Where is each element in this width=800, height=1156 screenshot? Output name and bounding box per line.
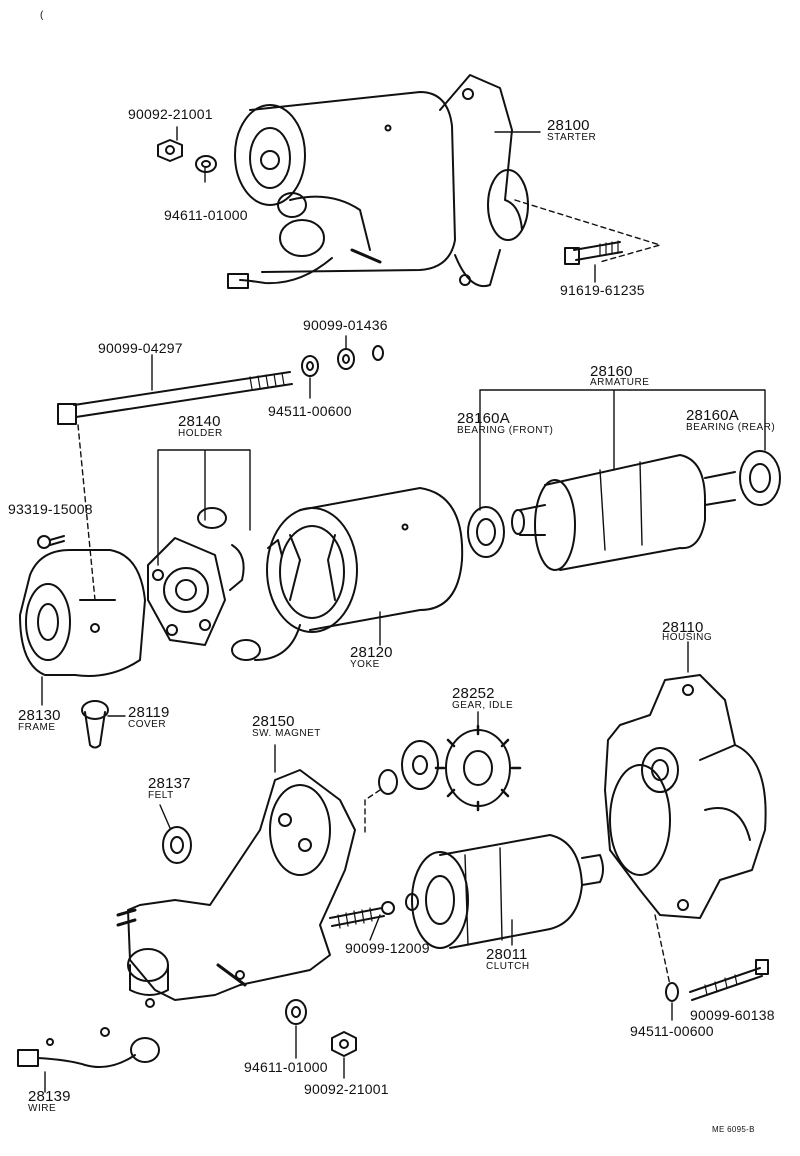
- label-94611-01000-bottom: 94611-01000: [244, 1059, 328, 1075]
- label-28150: 28150: [252, 713, 295, 730]
- bearing-rear: [739, 450, 781, 506]
- label-90092-21001-bottom: 90092-21001: [304, 1081, 389, 1097]
- housing-drawing: [604, 674, 767, 919]
- label-28119: 28119: [128, 704, 170, 721]
- clutch-drawing: [405, 834, 604, 949]
- label-90099-01436: 90099-01436: [303, 317, 388, 333]
- through-bolt-90099-04297: [57, 371, 293, 425]
- label-armature: ARMATURE: [590, 377, 650, 388]
- label-bearing-rear: BEARING (REAR): [686, 422, 776, 433]
- label-28140: 28140: [178, 413, 221, 430]
- washer-94611-01000-top: [195, 155, 217, 173]
- diagram-code: ME 6095-B: [712, 1125, 755, 1134]
- label-yoke: YOKE: [350, 659, 380, 670]
- nut-90092-21001-top: [157, 139, 183, 162]
- lock-washer-94511-00600: [301, 355, 319, 377]
- label-28100: 28100: [547, 117, 590, 134]
- label-sw-magnet: SW. MAGNET: [252, 728, 321, 739]
- label-felt: FELT: [148, 790, 174, 801]
- label-cover: COVER: [128, 719, 167, 730]
- bearing-front: [467, 506, 505, 558]
- spring-90099-12009: [329, 901, 395, 929]
- label-28120: 28120: [350, 644, 393, 661]
- armature-drawing: [511, 454, 736, 571]
- label-90092-21001-top: 90092-21001: [128, 106, 213, 122]
- label-28110: 28110: [662, 619, 704, 636]
- lock-washer-94511-00600-bottom: [665, 982, 679, 1002]
- label-93319-15008: 93319-15008: [8, 501, 93, 517]
- label-frame: FRAME: [18, 722, 56, 733]
- label-28139: 28139: [28, 1088, 71, 1105]
- yoke-drawing: [231, 487, 464, 661]
- label-housing: HOUSING: [662, 632, 713, 643]
- label-gear-idle: GEAR, IDLE: [452, 700, 514, 711]
- label-28160a-rear: 28160A: [686, 407, 739, 424]
- label-28160: 28160: [590, 363, 633, 380]
- label-94511-00600-bottom: 94511-00600: [630, 1023, 714, 1039]
- label-28160a-front: 28160A: [457, 410, 510, 427]
- label-wire: WIRE: [28, 1103, 57, 1114]
- label-28252: 28252: [452, 685, 495, 702]
- label-bearing-front: BEARING (FRONT): [457, 425, 554, 436]
- bolt-90099-60138: [689, 959, 769, 1001]
- sw-magnet-drawing: [116, 769, 356, 1008]
- washer-90099-01436: [337, 348, 355, 370]
- label-clutch: CLUTCH: [486, 961, 530, 972]
- label-starter: STARTER: [547, 132, 597, 143]
- label-28130: 28130: [18, 707, 61, 724]
- felt-28137-drawing: [162, 826, 192, 864]
- screw-93319-15008: [37, 535, 65, 549]
- label-90099-04297: 90099-04297: [98, 340, 183, 356]
- label-94611-01000-top: 94611-01000: [164, 207, 248, 223]
- starter-assembly-drawing: [227, 74, 529, 289]
- label-90099-60138: 90099-60138: [690, 1007, 775, 1023]
- cover-28119-drawing: [81, 700, 109, 749]
- wire-28139-drawing: [17, 1027, 160, 1068]
- brush-holder-drawing: [147, 507, 245, 646]
- frame-drawing: [19, 549, 146, 677]
- washer-94611-01000-bottom: [285, 999, 307, 1025]
- label-holder: HOLDER: [178, 428, 223, 439]
- label-28011: 28011: [486, 946, 528, 963]
- bolt-91619-61235: [564, 240, 623, 265]
- label-94511-00600: 94511-00600: [268, 403, 352, 419]
- svg-text:(: (: [40, 10, 44, 21]
- label-91619-61235: 91619-61235: [560, 282, 645, 298]
- nut-90092-21001-bottom: [331, 1031, 357, 1057]
- label-90099-12009: 90099-12009: [345, 940, 430, 956]
- label-28137: 28137: [148, 775, 191, 792]
- washer-90099-01436-small: [372, 345, 384, 361]
- idle-gear-drawing: [378, 724, 522, 812]
